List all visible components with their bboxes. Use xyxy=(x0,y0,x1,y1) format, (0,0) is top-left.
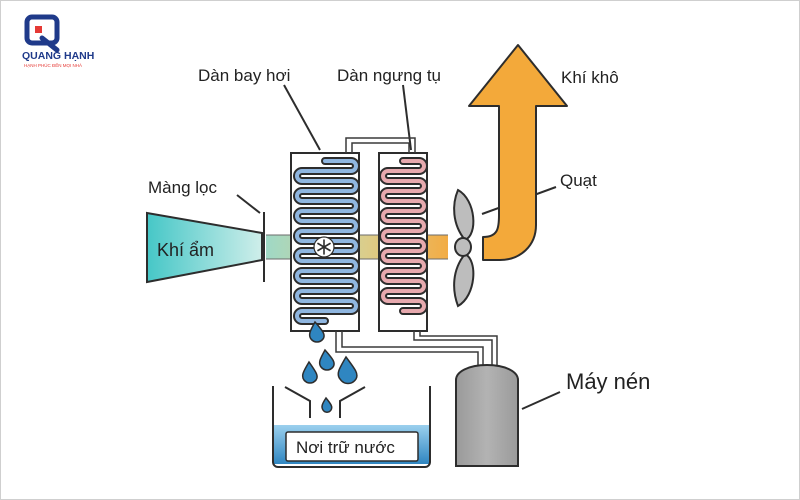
water-tank: Nơi trữ nước xyxy=(272,386,431,468)
logo-name: QUANG HẠNH xyxy=(22,50,94,62)
compressor-label: Máy nén xyxy=(566,369,650,394)
funnel-right xyxy=(339,386,366,418)
water-tank-label: Nơi trữ nước xyxy=(296,438,395,457)
humid-air-intake xyxy=(146,211,263,284)
evaporator-leader xyxy=(283,84,321,151)
humid-air-label: Khí ẩm xyxy=(157,240,214,260)
logo-tagline: HẠNH PHÚC ĐẾN MỌI NHÀ xyxy=(24,62,82,68)
compressor-leader xyxy=(521,391,561,410)
snowflake-icon xyxy=(313,236,335,258)
water-drop-icon xyxy=(301,320,358,413)
compressor xyxy=(455,363,519,467)
fan-label: Quạt xyxy=(560,171,597,190)
condenser-label: Dàn ngưng tụ xyxy=(337,66,441,85)
condenser-leader xyxy=(402,84,412,151)
filter-label: Màng lọc xyxy=(148,178,217,197)
brand-logo: QUANG HẠNH HẠNH PHÚC ĐẾN MỌI NHÀ xyxy=(22,14,94,68)
dry-air-label: Khí khô xyxy=(561,68,619,87)
filter-leader xyxy=(236,194,261,214)
water-tank-label-box xyxy=(285,431,419,462)
refrigerant-pipes xyxy=(335,137,498,367)
logo-icon xyxy=(24,14,60,53)
fan-icon xyxy=(453,188,475,308)
evaporator-label: Dàn bay hơi xyxy=(198,66,290,85)
funnel-left xyxy=(284,386,311,418)
dry-air-arrow xyxy=(468,44,568,261)
